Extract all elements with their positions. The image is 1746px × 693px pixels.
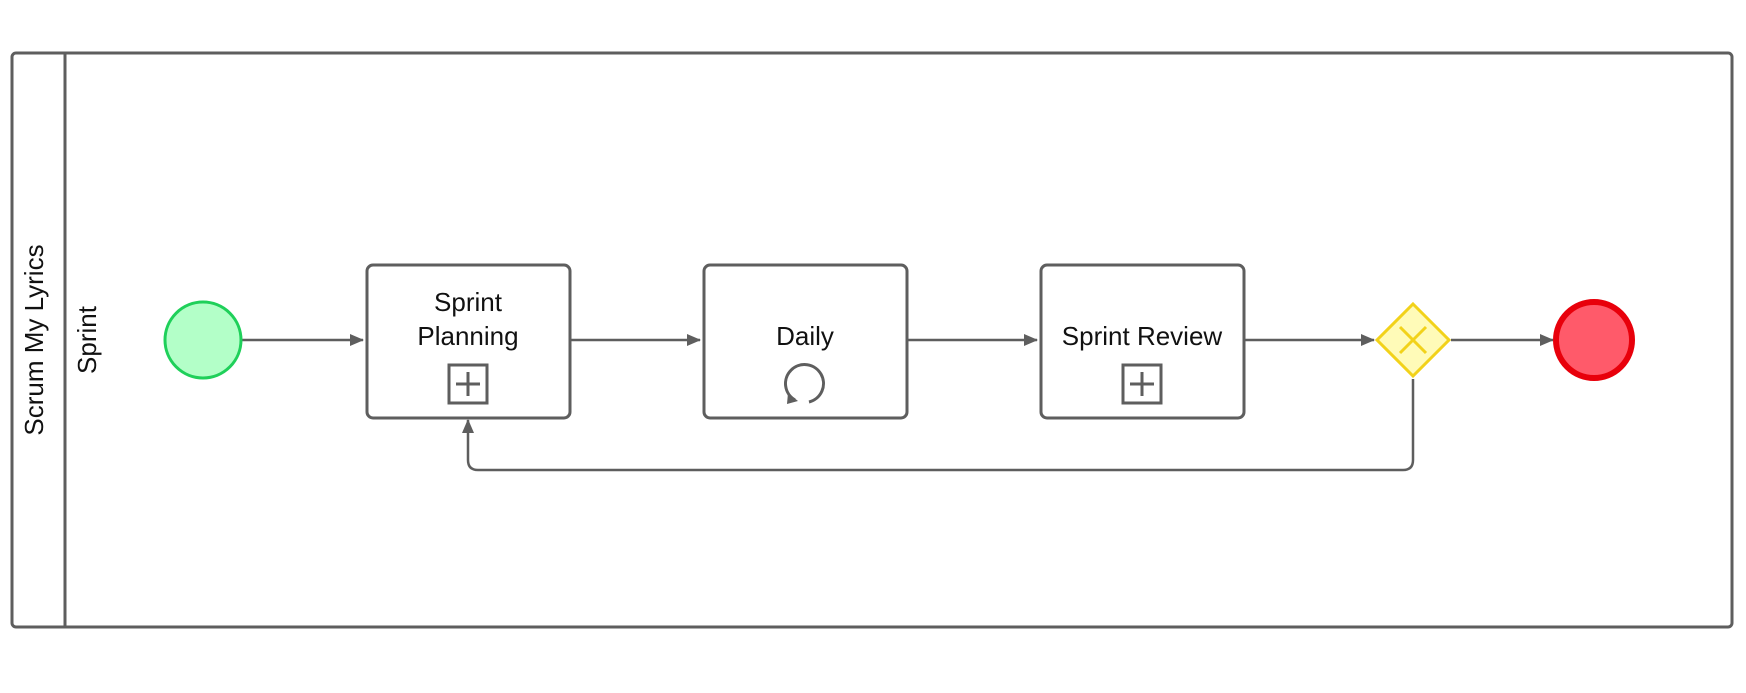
x-marker-icon [1398,325,1428,355]
task-label-line: Planning [417,321,518,351]
loop-icon [784,363,825,404]
task-label-line: Sprint [434,287,503,317]
task-label-line: Daily [776,321,834,351]
task-sprint-review[interactable]: Sprint Review [1039,263,1246,420]
pool-label: Scrum My Lyrics [19,244,49,435]
lane-label: Sprint [72,305,102,374]
exclusive-gateway[interactable] [1374,301,1452,379]
subprocess-plus-icon [447,363,489,405]
task-daily[interactable]: Daily [702,263,909,420]
sequence-flows [241,334,1554,472]
flow-gateway-loop-back[interactable] [462,379,1415,472]
subprocess-plus-icon [1121,363,1163,405]
end-event[interactable] [1553,299,1635,381]
start-event[interactable] [163,300,243,380]
task-sprint-planning[interactable]: Sprint Planning [365,263,572,420]
task-label-line: Sprint Review [1062,321,1223,351]
